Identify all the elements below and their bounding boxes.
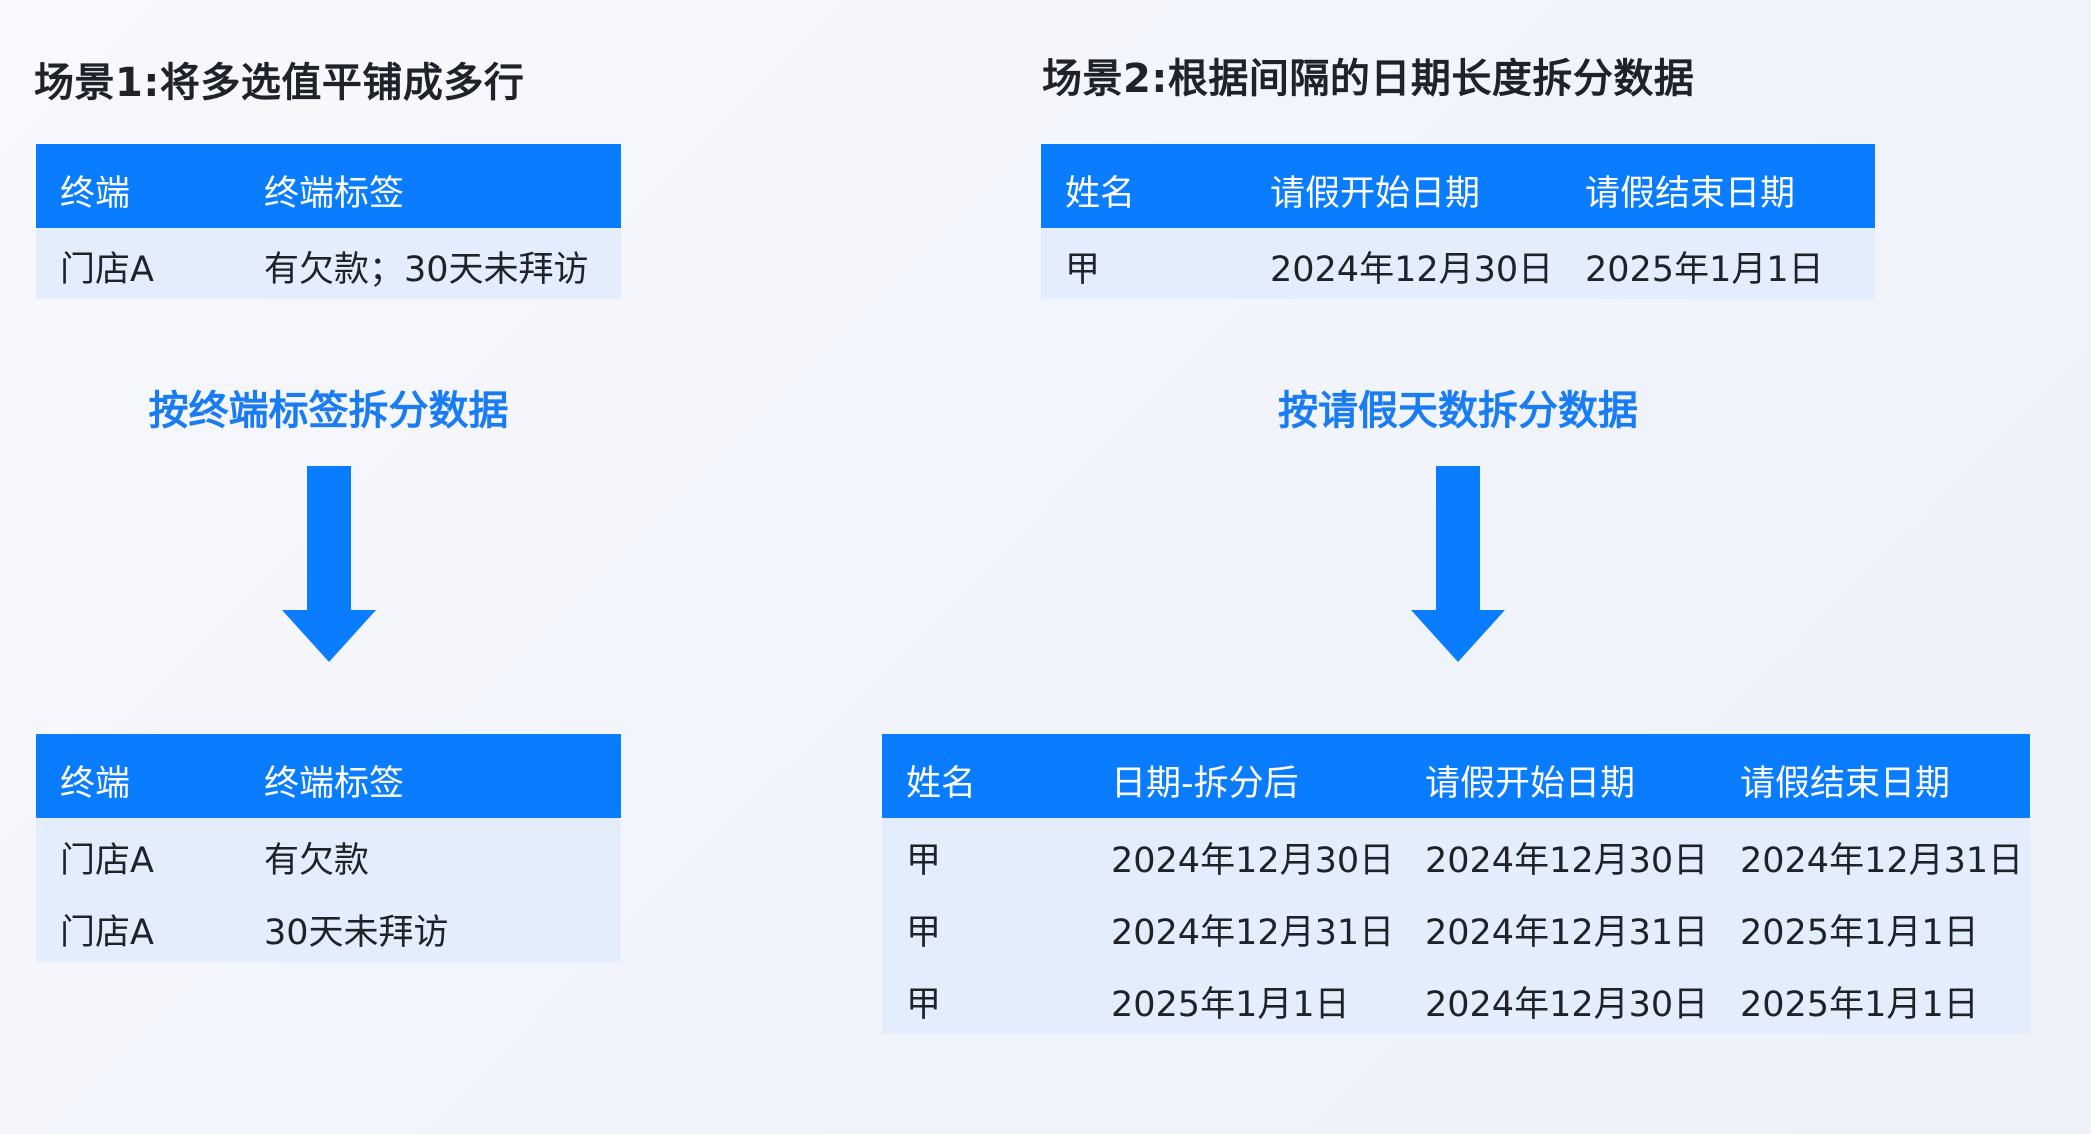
scenario2-result-table: 姓名 日期-拆分后 请假开始日期 请假结束日期 甲 2024年12月30日 20… — [882, 734, 2030, 1034]
header-cell-leave-end-date: 请假结束日期 — [1585, 174, 1796, 214]
header-cell-split-date: 日期-拆分后 — [1111, 764, 1299, 804]
cell-leave-start-date: 2024年12月31日 — [1425, 913, 1709, 953]
cell-name: 甲 — [1065, 250, 1101, 290]
cell-leave-start-date: 2024年12月30日 — [1425, 985, 1709, 1025]
scenario1-source-table: 终端 终端标签 门店A 有欠款；30天未拜访 — [36, 144, 621, 299]
table-header-row: 终端 终端标签 — [36, 734, 621, 818]
header-cell-terminal-tag: 终端标签 — [264, 764, 405, 804]
header-cell-leave-start-date: 请假开始日期 — [1425, 764, 1636, 804]
cell-terminal: 门店A — [60, 841, 154, 881]
cell-name: 甲 — [906, 985, 942, 1025]
scenario2-caption: 按请假天数拆分数据 — [1278, 388, 1638, 434]
cell-leave-start-date: 2024年12月30日 — [1270, 250, 1554, 290]
cell-name: 甲 — [906, 913, 942, 953]
table-row: 门店A 30天未拜访 — [36, 890, 621, 962]
cell-leave-end-date: 2024年12月31日 — [1740, 841, 2024, 881]
table-header-row: 姓名 日期-拆分后 请假开始日期 请假结束日期 — [882, 734, 2030, 818]
table-row: 甲 2025年1月1日 2024年12月30日 2025年1月1日 — [882, 962, 2030, 1034]
table-row: 甲 2024年12月31日 2024年12月31日 2025年1月1日 — [882, 890, 2030, 962]
header-cell-leave-end-date: 请假结束日期 — [1740, 764, 1951, 804]
cell-split-date: 2025年1月1日 — [1111, 985, 1350, 1025]
header-cell-name: 姓名 — [1065, 174, 1136, 214]
table-row: 门店A 有欠款 — [36, 818, 621, 890]
header-cell-name: 姓名 — [906, 764, 977, 804]
header-cell-terminal-tag: 终端标签 — [264, 174, 405, 214]
cell-split-date: 2024年12月30日 — [1111, 841, 1395, 881]
table-row: 甲 2024年12月30日 2025年1月1日 — [1041, 228, 1875, 299]
cell-leave-end-date: 2025年1月1日 — [1585, 250, 1824, 290]
header-cell-terminal: 终端 — [60, 174, 131, 214]
table-row: 甲 2024年12月30日 2024年12月30日 2024年12月31日 — [882, 818, 2030, 890]
scenario2-source-table: 姓名 请假开始日期 请假结束日期 甲 2024年12月30日 2025年1月1日 — [1041, 144, 1875, 299]
header-cell-leave-start-date: 请假开始日期 — [1270, 174, 1481, 214]
cell-terminal-tag: 30天未拜访 — [264, 913, 449, 953]
cell-name: 甲 — [906, 841, 942, 881]
table-header-row: 终端 终端标签 — [36, 144, 621, 228]
cell-terminal-tag: 有欠款 — [264, 841, 370, 881]
cell-split-date: 2024年12月31日 — [1111, 913, 1395, 953]
header-cell-terminal: 终端 — [60, 764, 131, 804]
table-header-row: 姓名 请假开始日期 请假结束日期 — [1041, 144, 1875, 228]
cell-terminal-tag: 有欠款；30天未拜访 — [264, 250, 589, 290]
cell-leave-end-date: 2025年1月1日 — [1740, 913, 1979, 953]
arrow-down-icon — [1411, 466, 1505, 662]
scenario1-title: 场景1:将多选值平铺成多行 — [34, 60, 525, 106]
scenario1-result-table: 终端 终端标签 门店A 有欠款 门店A 30天未拜访 — [36, 734, 621, 962]
cell-leave-start-date: 2024年12月30日 — [1425, 841, 1709, 881]
scenario2-title: 场景2:根据间隔的日期长度拆分数据 — [1042, 56, 1695, 102]
cell-terminal: 门店A — [60, 250, 154, 290]
table-row: 门店A 有欠款；30天未拜访 — [36, 228, 621, 299]
scenario1-caption: 按终端标签拆分数据 — [148, 388, 509, 434]
arrow-down-icon — [282, 466, 376, 662]
cell-terminal: 门店A — [60, 913, 154, 953]
cell-leave-end-date: 2025年1月1日 — [1740, 985, 1979, 1025]
